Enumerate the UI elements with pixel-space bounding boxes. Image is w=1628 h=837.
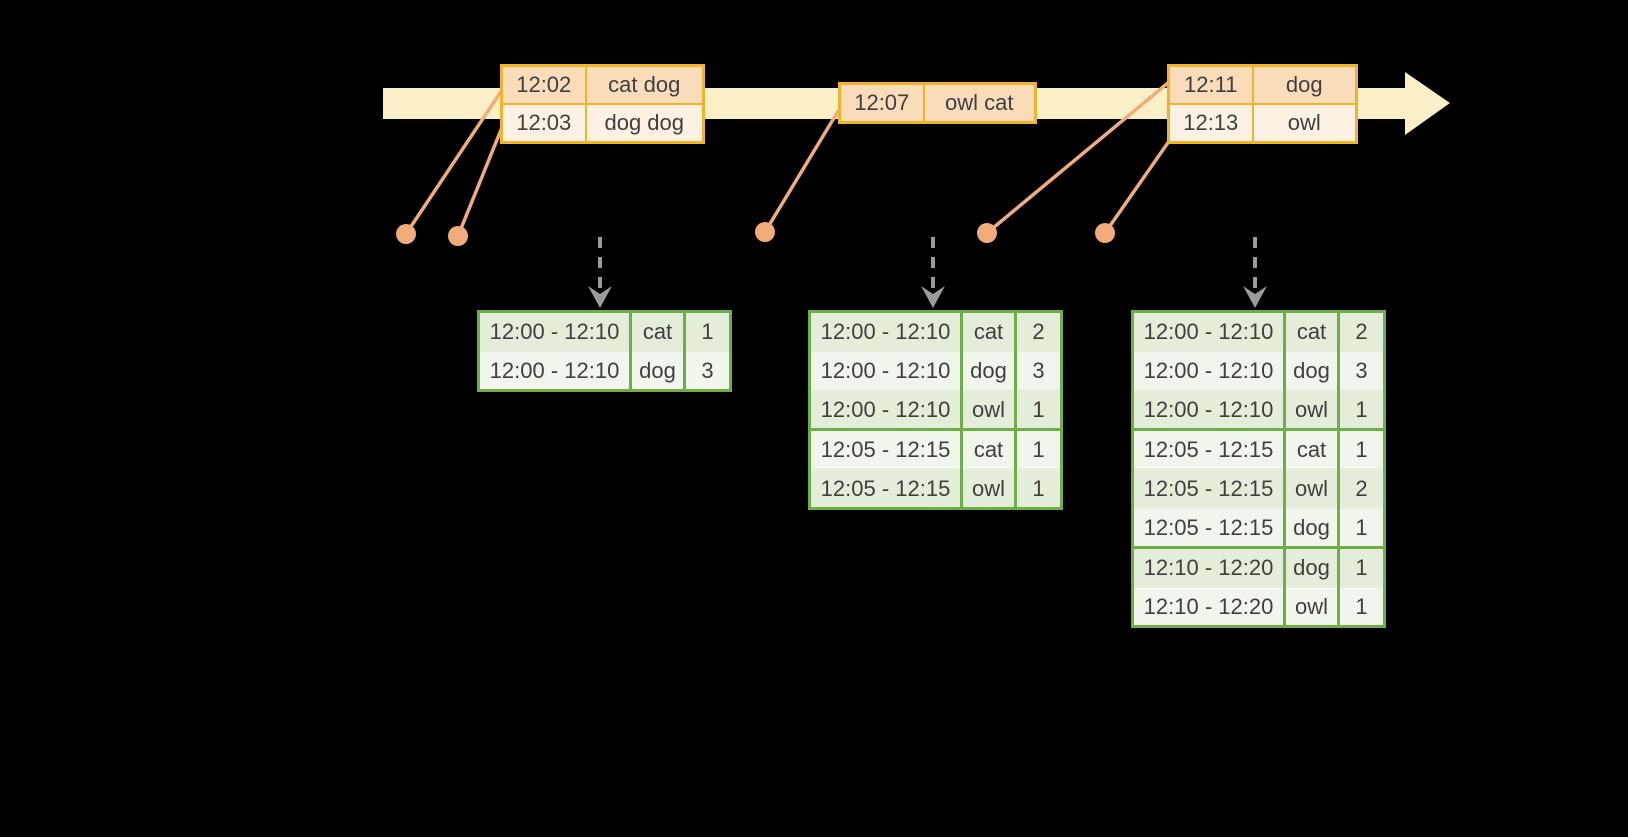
table-cell: 12:00 - 12:10 [478,350,631,391]
table-cell: 12:05 - 12:15 [809,468,962,509]
table-cell: 3 [683,350,731,391]
table-cell: 12:05 - 12:15 [1132,428,1285,469]
table-cell: cat [629,311,685,351]
trigger-arrowhead-icon [921,286,945,308]
event-dot [1095,223,1115,243]
table-cell: 1 [1337,546,1385,587]
connector-line [763,107,842,233]
table-cell: dog [960,350,1016,390]
table-cell: dog [1251,65,1357,104]
table-cell: 12:11 [1168,65,1253,104]
table-cell: 12:00 - 12:10 [1132,389,1285,430]
table-cell: 1 [1337,586,1385,627]
table-cell: dog dog [584,103,704,143]
table-cell: owl [1283,389,1339,430]
table-cell: cat [960,428,1016,469]
trigger-arrowhead-icon [588,286,612,308]
table-cell: 12:05 - 12:15 [1132,507,1285,548]
table-cell: owl [1283,468,1339,508]
table-cell: 12:10 - 12:20 [1132,546,1285,587]
table-cell: 12:07 [839,83,924,123]
table-cell: 12:00 - 12:10 [809,311,962,351]
table-cell: 2 [1014,311,1062,351]
connector-line [404,89,504,235]
table-cell: owl [960,389,1016,430]
table-cell: cat dog [584,65,704,104]
table-cell: cat [960,311,1016,351]
table-cell: 12:10 - 12:20 [1132,586,1285,627]
event-dot [977,223,997,243]
table-cell: 1 [1337,389,1385,430]
event-dot [755,222,775,242]
table-cell: 12:05 - 12:15 [1132,468,1285,508]
table-cell: 1 [1337,428,1385,469]
trigger-arrowheads [588,286,1267,308]
table-cell: 12:00 - 12:10 [809,350,962,390]
trigger-arrowhead-icon [1243,286,1267,308]
trigger-arrows [598,237,1257,290]
table-cell: 3 [1014,350,1062,390]
table-cell: 2 [1337,311,1385,351]
table-cell: 12:00 - 12:10 [1132,350,1285,390]
table-cell: owl [1283,586,1339,627]
event-dots [396,222,1115,246]
connector-line [985,80,1171,235]
table-cell: 3 [1337,350,1385,390]
table-cell: 12:02 [501,65,586,104]
table-cell: 12:05 - 12:15 [809,428,962,469]
table-cell: dog [1283,507,1339,548]
table-cell: dog [629,350,685,391]
table-cell: owl [960,468,1016,509]
table-cell: 12:03 [501,103,586,143]
table-cell: 1 [1014,428,1062,469]
table-cell: 12:00 - 12:10 [1132,311,1285,351]
table-cell: 12:13 [1168,103,1253,143]
table-cell: 1 [1014,468,1062,509]
table-cell: 1 [683,311,731,351]
table-cell: 1 [1337,507,1385,548]
table-cell: cat [1283,428,1339,469]
event-dot [448,226,468,246]
table-cell: owl cat [922,83,1036,123]
table-cell: 12:00 - 12:10 [478,311,631,351]
table-cell: owl [1251,103,1357,143]
table-cell: dog [1283,350,1339,390]
table-cell: dog [1283,546,1339,587]
event-dot [396,224,416,244]
connector-line [456,124,505,237]
table-cell: 1 [1014,389,1062,430]
table-cell: 2 [1337,468,1385,508]
table-cell: 12:00 - 12:10 [809,389,962,430]
timeline-arrowhead-icon [1405,72,1450,135]
table-cell: cat [1283,311,1339,351]
